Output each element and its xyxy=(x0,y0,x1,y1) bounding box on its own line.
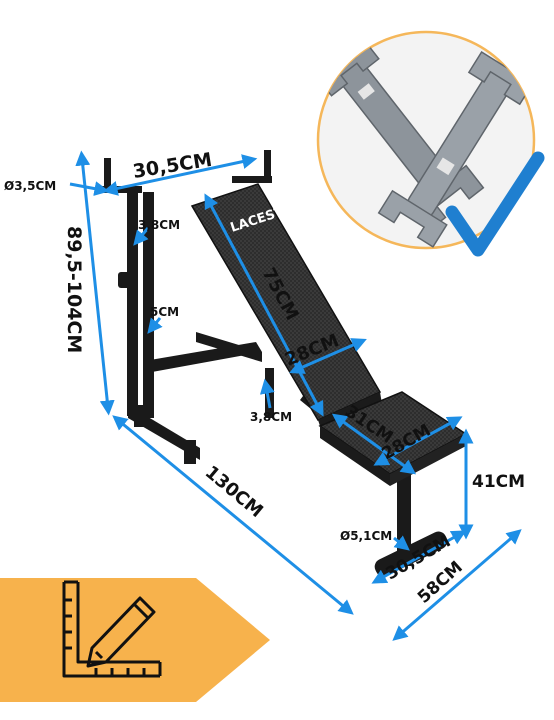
dimension-arrows xyxy=(69,150,522,641)
checkmark-icon xyxy=(445,151,545,257)
ruler-pencil-icon xyxy=(62,580,162,678)
label-upright-5: 5CM xyxy=(150,305,179,319)
label-rack-height: 89,5-104CM xyxy=(63,226,85,353)
label-foot-diameter: Ø5,1CM xyxy=(340,529,392,543)
label-total-length: 130CM xyxy=(201,462,267,522)
label-seat-height: 41CM xyxy=(472,472,525,492)
label-upright-3-8: 3,8CM xyxy=(138,218,180,232)
measure-badge xyxy=(0,578,270,702)
label-pipe-diameter: Ø3,5CM xyxy=(4,179,56,193)
wrench-badge xyxy=(316,30,545,257)
wrench-set-icon xyxy=(318,40,534,248)
label-frame-3-8: 3,8CM xyxy=(250,410,292,424)
